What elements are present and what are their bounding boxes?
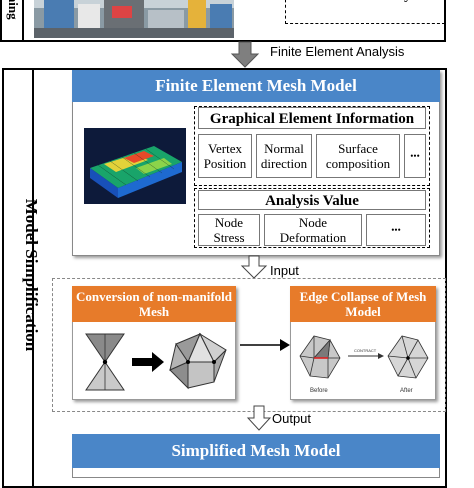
fea-arrow-label: Finite Element Analysis [270, 44, 404, 59]
input-arrow-label: Input [270, 263, 299, 278]
gei-cell-vertex: Vertex Position [198, 134, 252, 178]
conversion-to-edge-arrow [236, 333, 292, 357]
output-arrow [246, 406, 272, 432]
before-label: Before [310, 388, 328, 394]
conversion-title: Conversion of non-manifold Mesh [72, 286, 236, 322]
fem-model-title: Finite Element Mesh Model [72, 70, 440, 102]
contract-label: CONTRACT [354, 348, 377, 353]
output-arrow-label: Output [272, 411, 311, 426]
graphical-info-title: Graphical Element Information [198, 107, 426, 129]
av-cell-stress: Node Stress [198, 214, 260, 246]
gei-cell-more: ••• [404, 134, 426, 178]
plate-assembly-label: Plate assembly [292, 0, 442, 8]
conversion-diagram [76, 326, 232, 396]
model-simplification-label: Model Simplification [15, 165, 41, 385]
av-cell-more: ••• [366, 214, 426, 246]
analysis-value-title: Analysis Value [198, 190, 426, 210]
simplified-mesh-model-title: Simplified Mesh Model [72, 434, 440, 468]
edge-collapse-diagram: CONTRACT Before After [292, 326, 434, 398]
input-arrow [240, 256, 268, 280]
simplified-mesh-model-box [72, 468, 440, 478]
mesh-model-image [84, 128, 186, 204]
top-side-label: ning [1, 0, 21, 45]
edge-collapse-title: Edge Collapse of Mesh Model [290, 286, 436, 322]
after-label: After [400, 388, 413, 394]
av-cell-deformation: Node Deformation [264, 214, 362, 246]
workshop-photo [34, 0, 234, 38]
gei-cell-normal: Normal direction [256, 134, 312, 178]
gei-cell-surface: Surface composition [316, 134, 400, 178]
fea-arrow [230, 42, 260, 70]
